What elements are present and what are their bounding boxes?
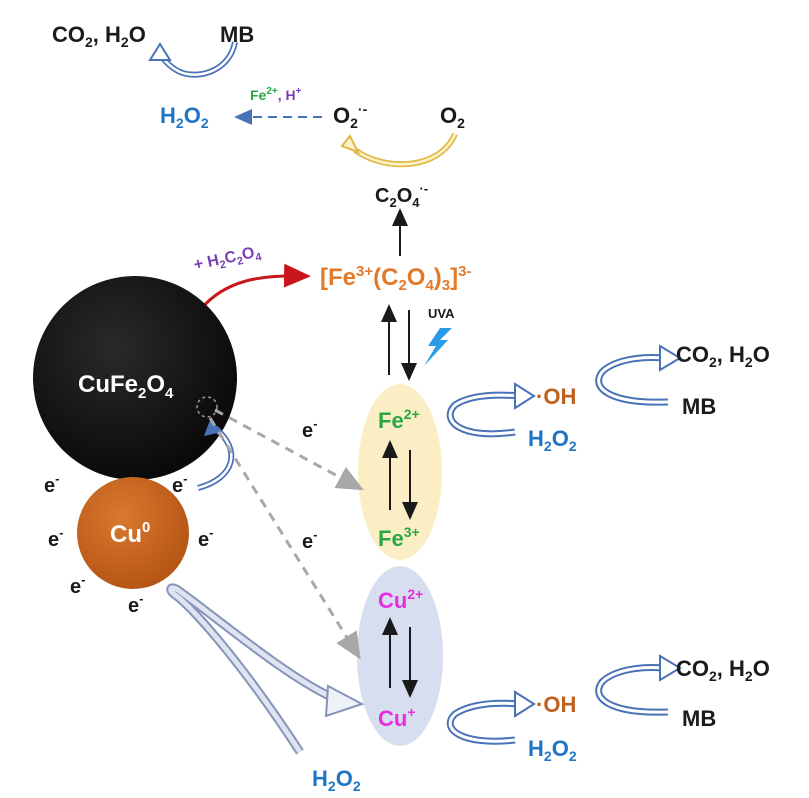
label-oxygen: O2 [440, 103, 465, 131]
label-cu0: Cu0 [110, 519, 150, 548]
fe-fenton-branch: ·OH H2O2 CO2, H2O MB [446, 342, 770, 454]
electron-label-5: e- [70, 572, 85, 598]
label-add-oxalic-acid: + H2C2O4 [192, 243, 263, 277]
label-oxalate-radical: C2O4·- [375, 181, 428, 210]
electron-label-2: e- [172, 471, 187, 497]
cu0-particle: Cu0 [77, 477, 189, 589]
electron-label-3: e- [48, 525, 63, 551]
label-uva: UVA [428, 306, 455, 321]
label-h2o2-fe: H2O2 [528, 426, 577, 454]
electron-label-fe: e- [302, 416, 317, 442]
superoxide-to-h2o2: H2O2 Fe2+, H+ O2·- O2 [160, 86, 465, 168]
cu-ellipse [357, 566, 443, 746]
label-cu1-ion: Cu+ [378, 704, 416, 731]
label-h2o2-bottom: H2O2 [312, 766, 361, 794]
cufe2o4-sphere [33, 276, 237, 480]
blue-curved-arrow-fe-h2o2-inner [448, 393, 521, 436]
blue-curved-arrow-oh-mb-cu-inner [597, 666, 669, 714]
electron-label-6: e- [128, 591, 143, 617]
fe-ellipse [358, 384, 442, 560]
label-h2o2-top: H2O2 [160, 103, 209, 131]
gold-curved-arrow-inner [354, 133, 457, 166]
dashed-electron-arrow-to-fe3 [214, 408, 364, 491]
blue-curved-arrow-fe-head [514, 382, 536, 410]
h2o2-to-cu-branch: H2O2 [166, 583, 365, 794]
label-co2-h2o-top: CO2, H2O [52, 22, 146, 50]
electron-transfer-arrow-head [204, 420, 222, 436]
blue-curved-arrow-oh-mb-head [659, 344, 682, 372]
label-mb-top: MB [220, 22, 254, 47]
oxalate-radical-group: C2O4·- [375, 181, 428, 256]
label-co2-h2o-fe: CO2, H2O [676, 342, 770, 370]
curved-arrow-head [148, 42, 172, 61]
label-hydroxyl-fe: ·OH [536, 384, 576, 409]
electron-label-1: e- [44, 471, 59, 497]
surface-site-marker [196, 396, 218, 418]
label-mb-fe: MB [682, 394, 716, 419]
label-hydroxyl-cu: ·OH [536, 692, 576, 717]
label-h2o2-cu: H2O2 [528, 736, 577, 764]
complex-fe-equilibrium: UVA [381, 304, 455, 381]
top-mb-degradation: CO2, H2O MB [52, 22, 254, 78]
cu0-sphere [77, 477, 189, 589]
cu-redox-cycle: Cu2+ Cu+ [357, 566, 443, 746]
electron-labels: e- e- e- e- e- e- e- e- [44, 416, 317, 617]
blue-curved-arrow-cu-head [514, 690, 536, 718]
label-fe2-h-catalyst: Fe2+, H+ [250, 86, 302, 103]
label-superoxide: O2·- [333, 101, 368, 131]
gold-curved-arrow-head [340, 134, 361, 154]
label-cu2-ion: Cu2+ [378, 586, 423, 613]
blue-curved-arrow-cu-h2o2-inner [448, 701, 521, 743]
hollow-arrow-h2o2-to-cu-inner [168, 585, 339, 754]
label-co2-h2o-cu: CO2, H2O [676, 656, 770, 684]
cufe2o4-particle: CuFe2O4 [33, 276, 237, 480]
gold-curved-arrow-o2-to-superoxide [353, 132, 458, 168]
label-complex: [Fe3+(C2O4)3]3- [320, 263, 471, 294]
blue-curved-arrow-oh-mb-inner [597, 356, 669, 404]
fe-oxalate-complex: [Fe3+(C2O4)3]3- + H2C2O4 [192, 243, 471, 311]
label-cufe2o4: CuFe2O4 [78, 371, 174, 402]
fe-redox-cycle: Fe2+ Fe3+ [358, 384, 442, 560]
electron-label-4: e- [198, 525, 213, 551]
electron-label-cu: e- [302, 527, 317, 553]
label-mb-cu: MB [682, 706, 716, 731]
label-fe2-ion: Fe2+ [378, 406, 420, 433]
lightning-icon [424, 328, 452, 366]
hollow-arrow-h2o2-to-cu-head [324, 684, 365, 718]
blue-curved-arrow-oh-mb-cu-head [659, 654, 682, 682]
red-arrow-to-complex [198, 263, 311, 311]
cu-fenton-branch: ·OH H2O2 CO2, H2O MB [446, 654, 770, 764]
dashed-electron-arrow-to-cu2 [208, 417, 361, 660]
label-fe3-ion: Fe3+ [378, 524, 420, 551]
